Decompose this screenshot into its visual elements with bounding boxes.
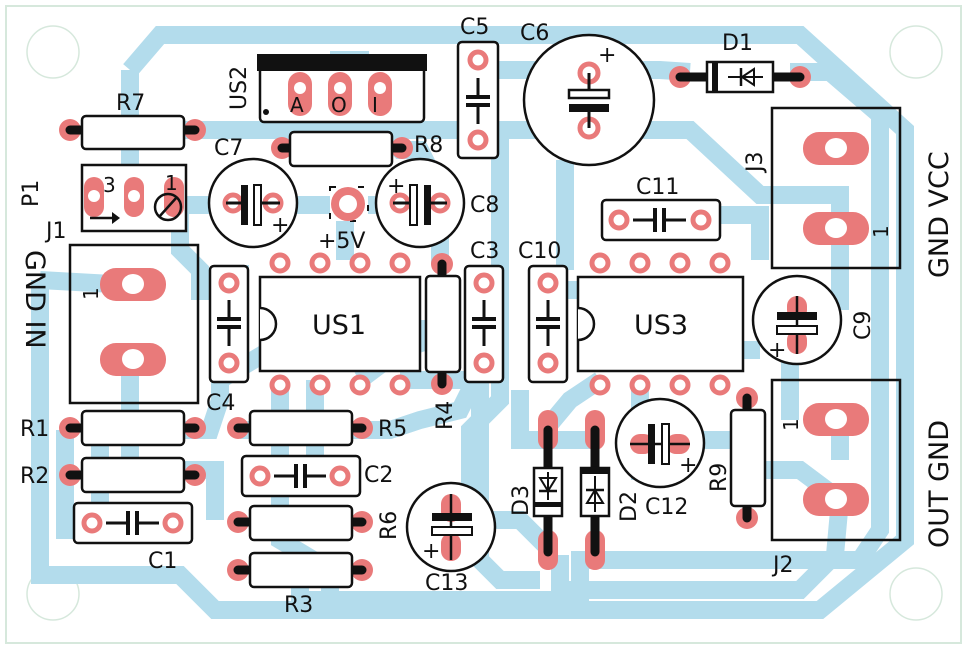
capacitor-c1: C1 (72, 501, 194, 574)
resistor-r5: R5 (227, 409, 407, 447)
label-c6: C6 (520, 21, 549, 46)
label-c10: C10 (518, 239, 561, 264)
label-c13: C13 (425, 571, 468, 596)
us2-pin-o: O (331, 93, 347, 117)
mounting-hole-tr (889, 25, 943, 79)
ic-us3: US3 (576, 252, 745, 396)
c7-plus: + (271, 213, 289, 238)
label-plus5v: +5V (318, 229, 365, 254)
label-d2: D2 (617, 491, 642, 522)
label-p1: P1 (19, 180, 44, 207)
mounting-hole-br (889, 567, 943, 621)
label-us3: US3 (634, 310, 688, 341)
electrolytic-capacitor-c8: + C8 (374, 157, 499, 249)
label-r3: R3 (284, 593, 313, 618)
ic-us1: US1 (258, 252, 422, 396)
diode-d3: D3 (509, 410, 564, 570)
label-c5: C5 (460, 15, 489, 40)
resistor-r1: R1 (20, 409, 206, 447)
trace (355, 345, 499, 439)
regulator-us2: A O I US2 (227, 54, 427, 124)
label-c11: C11 (636, 175, 679, 200)
diode-d2: D2 (579, 410, 642, 570)
j1-pin1: 1 (79, 287, 103, 300)
trace (480, 121, 849, 310)
test-point-5v: +5V (318, 186, 369, 254)
label-j3: J3 (743, 152, 768, 175)
electrolytic-capacitor-c12: + C12 (614, 397, 706, 520)
label-gnd-in: GND IN (19, 250, 50, 349)
label-c9: C9 (851, 311, 876, 340)
j3-pin1: 1 (869, 225, 893, 238)
c6-plus: + (598, 43, 616, 68)
us2-pin-i: I (372, 93, 378, 117)
label-us2: US2 (227, 66, 252, 110)
capacitor-c11: C11 (600, 175, 722, 242)
capacitor-c2: C2 (240, 454, 393, 498)
electrolytic-capacitor-c9: + C9 (751, 274, 876, 366)
diode-d1: D1 (669, 31, 811, 94)
capacitor-c4: C4 (206, 264, 250, 416)
mounting-holes (26, 25, 943, 621)
label-gnd-vcc: GND VCC (924, 151, 955, 278)
electrolytic-capacitor-c7: + C7 (207, 136, 299, 249)
resistor-r4: R4 (424, 253, 462, 430)
resistor-r8: R8 (271, 130, 443, 168)
resistor-r9: R9 (707, 387, 767, 529)
connector-j1: 1 (68, 243, 200, 405)
label-r1: R1 (20, 417, 49, 442)
resistor-r2: R2 (20, 456, 206, 494)
label-r5: R5 (378, 417, 407, 442)
capacitor-c3: C3 (463, 239, 505, 384)
resistor-r7: R7 (59, 91, 206, 151)
j2-pin1: 1 (779, 418, 803, 431)
label-c12: C12 (645, 495, 688, 520)
us2-pin-a: A (290, 93, 304, 117)
label-out-gnd: OUT GND (924, 420, 955, 548)
capacitor-c5: C5 (456, 15, 500, 160)
label-r6: R6 (377, 511, 402, 540)
p1-pin3: 3 (103, 173, 116, 197)
electrolytic-capacitor-c13: + C13 (405, 481, 497, 596)
capacitor-c10: C10 (518, 239, 569, 384)
connector-j2: 1 J2 (770, 378, 902, 578)
label-d3: D3 (509, 485, 534, 516)
trace (291, 63, 889, 609)
label-r4: R4 (433, 401, 458, 430)
c12-plus: + (679, 453, 697, 478)
label-us1: US1 (312, 310, 366, 341)
resistor-r3: R3 (227, 551, 373, 618)
c9-plus: + (768, 338, 786, 363)
mounting-hole-tl (26, 25, 80, 79)
p1-pin1: 1 (165, 171, 178, 195)
label-j2: J2 (771, 553, 794, 578)
label-c3: C3 (470, 239, 499, 264)
label-c7: C7 (214, 136, 243, 161)
trace (551, 499, 849, 599)
label-j1: J1 (44, 219, 67, 244)
c8-plus: + (387, 174, 405, 199)
label-r9: R9 (707, 463, 732, 492)
c13-plus: + (422, 539, 440, 564)
label-d1: D1 (722, 31, 753, 56)
label-r7: R7 (116, 91, 145, 116)
resistor-r6: R6 (227, 504, 402, 542)
label-r2: R2 (20, 464, 49, 489)
electrolytic-capacitor-c6: + C6 (520, 21, 656, 167)
label-c4: C4 (206, 391, 235, 416)
label-c2: C2 (364, 463, 393, 488)
label-c1: C1 (148, 549, 177, 574)
label-r8: R8 (414, 133, 443, 158)
label-c8: C8 (470, 193, 499, 218)
connector-j3: 1 J3 (743, 106, 902, 270)
potentiometer-p1: 3 1 P1 J1 (19, 163, 188, 244)
